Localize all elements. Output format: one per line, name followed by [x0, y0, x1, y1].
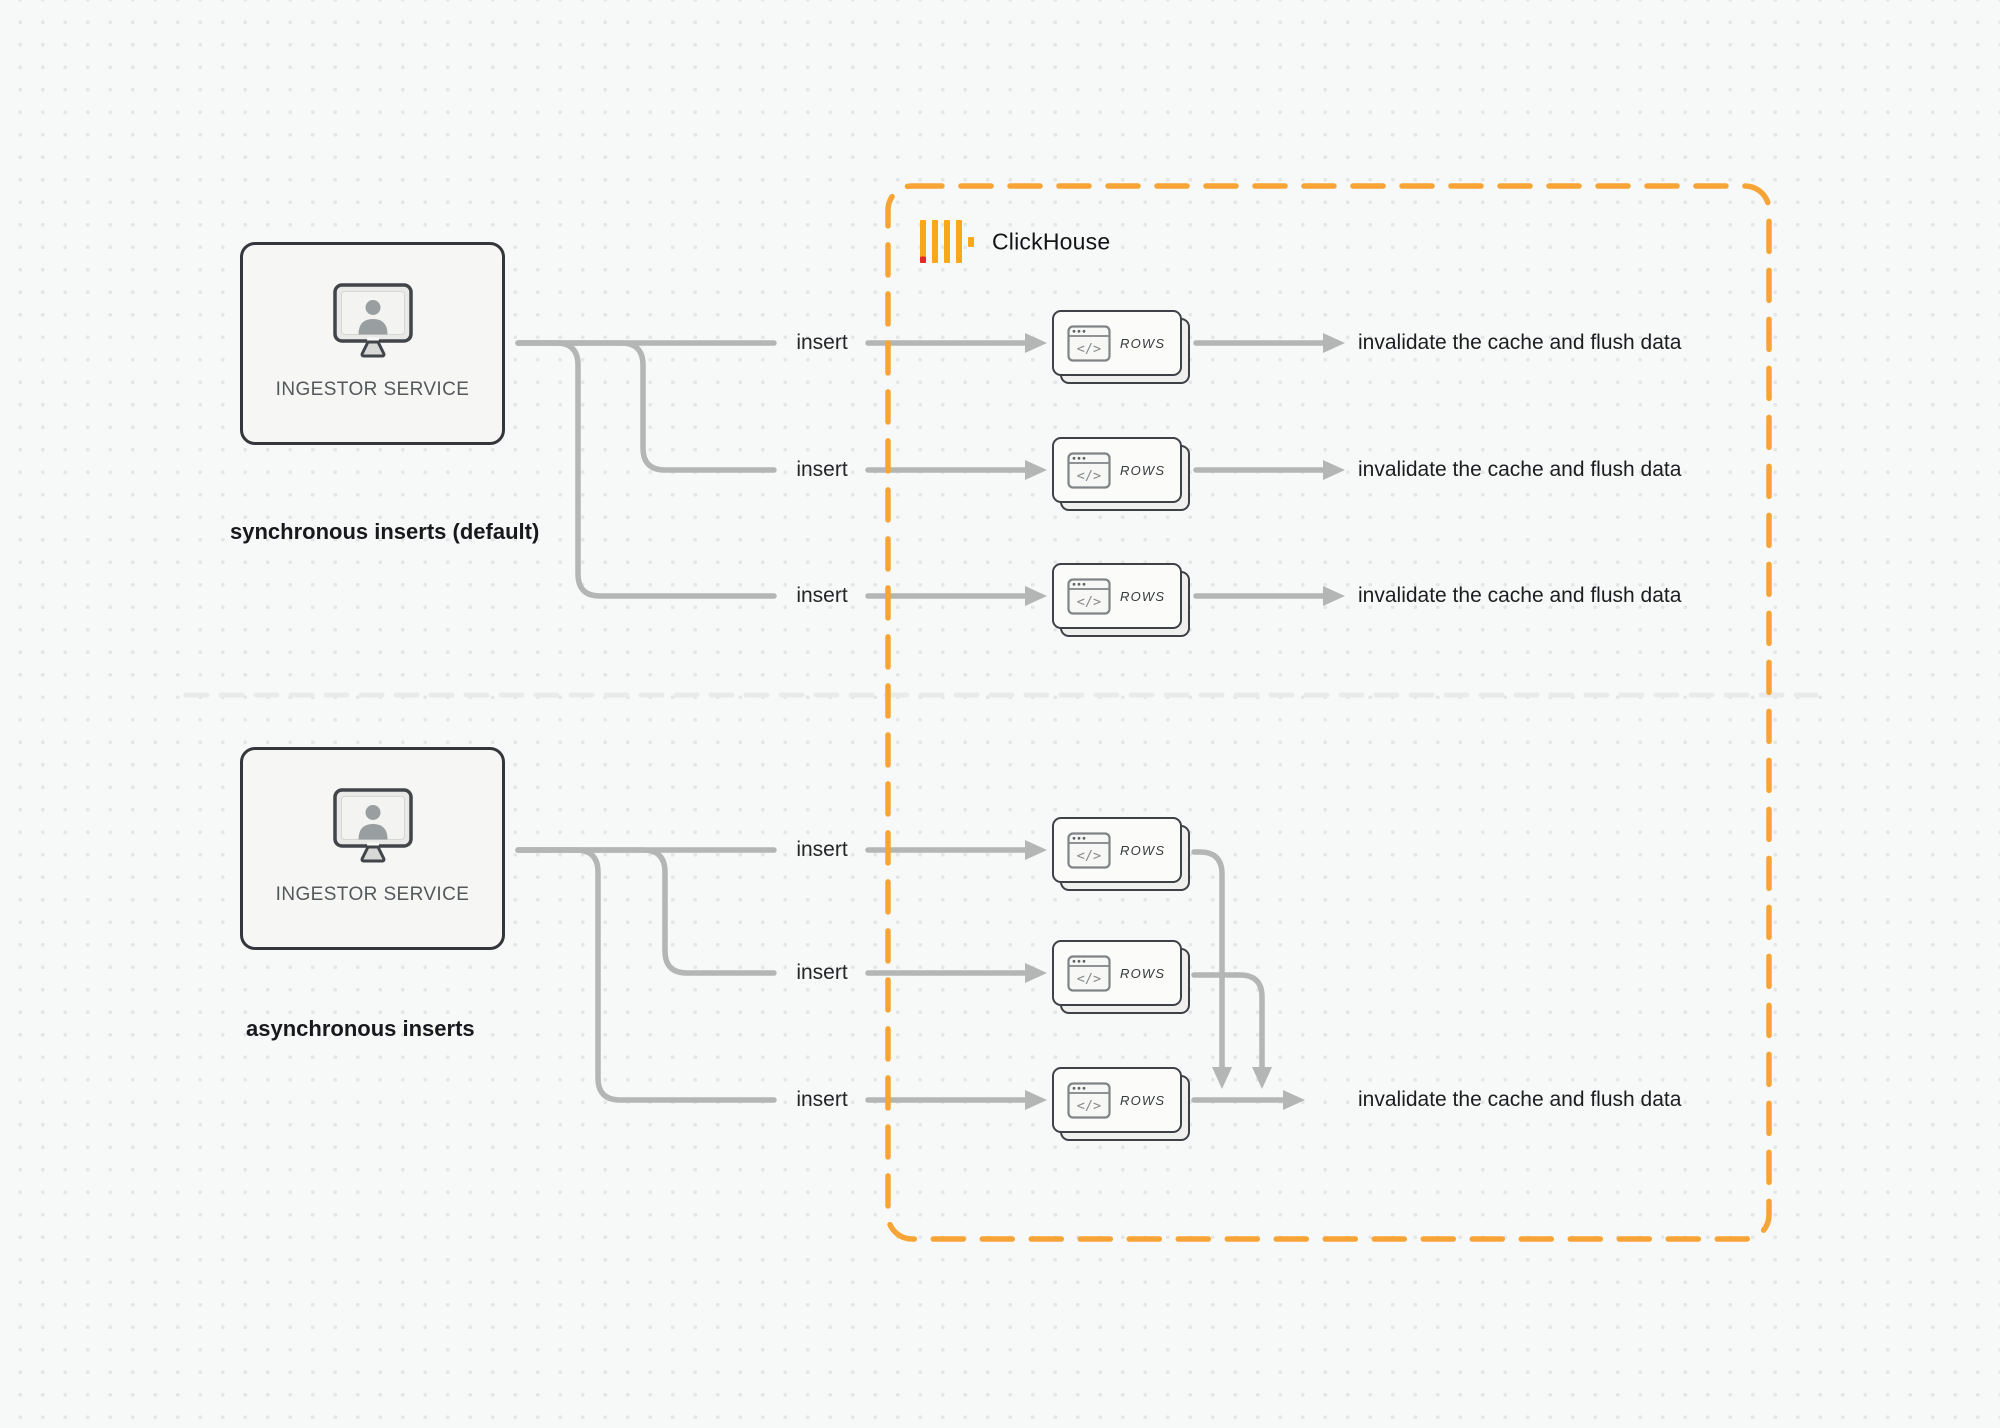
rows-card: </> ROWS: [1052, 310, 1190, 384]
sync-wires: [515, 333, 1345, 606]
insert-label: insert: [796, 331, 848, 354]
code-window-icon: </>: [1067, 954, 1111, 992]
clickhouse-boundary-box: [885, 183, 1772, 1242]
svg-text:</>: </>: [1077, 971, 1101, 987]
rows-card-front: </> ROWS: [1052, 940, 1182, 1006]
rows-card-label: ROWS: [1120, 588, 1166, 604]
insert-label: insert: [796, 458, 848, 481]
rows-card: </> ROWS: [1052, 437, 1190, 511]
clickhouse-logo-icon: [920, 220, 974, 263]
async-wires: [515, 840, 1305, 1110]
code-window-icon: </>: [1067, 1081, 1111, 1119]
rows-card-label: ROWS: [1120, 842, 1166, 858]
insert-label: insert: [796, 1088, 848, 1111]
rows-card-label: ROWS: [1120, 462, 1166, 478]
result-label: invalidate the cache and flush data: [1358, 458, 1682, 481]
rows-card: </> ROWS: [1052, 817, 1190, 891]
rows-card-front: </> ROWS: [1052, 1067, 1182, 1133]
async-section-caption: asynchronous inserts: [246, 1016, 475, 1041]
insert-label: insert: [796, 838, 848, 861]
user-monitor-icon: [332, 283, 413, 358]
svg-text:</>: </>: [1077, 341, 1101, 357]
user-monitor-icon: [332, 788, 413, 863]
rows-card: </> ROWS: [1052, 1067, 1190, 1141]
rows-card-front: </> ROWS: [1052, 563, 1182, 629]
rows-card-front: </> ROWS: [1052, 437, 1182, 503]
rows-card-label: ROWS: [1120, 1092, 1166, 1108]
result-label: invalidate the cache and flush data: [1358, 331, 1682, 354]
ingestor-service-label: INGESTOR SERVICE: [275, 884, 470, 905]
rows-card-front: </> ROWS: [1052, 310, 1182, 376]
svg-text:</>: </>: [1077, 1098, 1101, 1114]
clickhouse-brand-label: ClickHouse: [992, 228, 1111, 255]
sync-section-caption: synchronous inserts (default): [230, 519, 540, 544]
rows-card-front: </> ROWS: [1052, 817, 1182, 883]
result-label: invalidate the cache and flush data: [1358, 1088, 1682, 1111]
svg-text:</>: </>: [1077, 468, 1101, 484]
rows-card: </> ROWS: [1052, 563, 1190, 637]
rows-card-label: ROWS: [1120, 965, 1166, 981]
code-window-icon: </>: [1067, 451, 1111, 489]
ingestor-service-box-async: INGESTOR SERVICE: [240, 747, 505, 950]
rows-card-label: ROWS: [1120, 335, 1166, 351]
insert-label: insert: [796, 584, 848, 607]
code-window-icon: </>: [1067, 831, 1111, 869]
svg-text:</>: </>: [1077, 594, 1101, 610]
result-label: invalidate the cache and flush data: [1358, 584, 1682, 607]
rows-card: </> ROWS: [1052, 940, 1190, 1014]
code-window-icon: </>: [1067, 324, 1111, 362]
ingestor-service-box-sync: INGESTOR SERVICE: [240, 242, 505, 445]
ingestor-service-label: INGESTOR SERVICE: [275, 379, 470, 400]
code-window-icon: </>: [1067, 577, 1111, 615]
insert-label: insert: [796, 961, 848, 984]
svg-text:</>: </>: [1077, 848, 1101, 864]
